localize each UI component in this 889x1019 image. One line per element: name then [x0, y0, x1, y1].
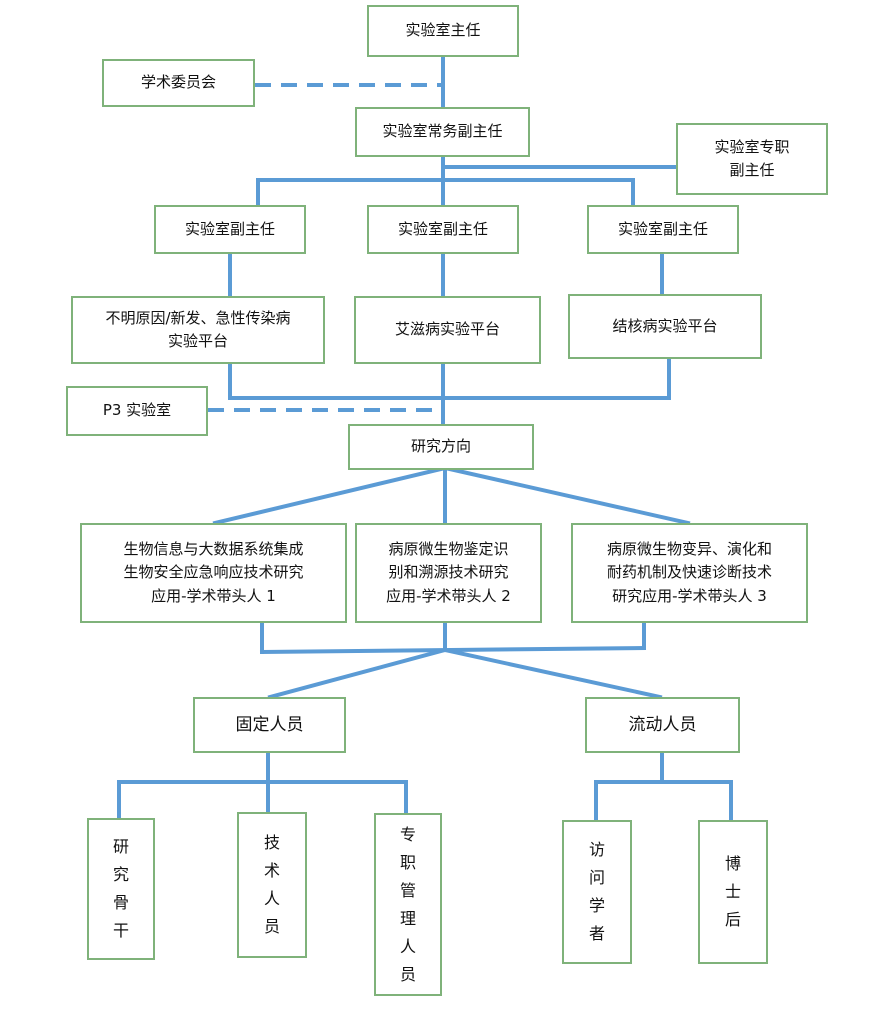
line-to-mobile-staff — [442, 647, 663, 700]
node-visiting-scholars-label: 访 问 学 者 — [588, 840, 605, 943]
node-executive-deputy-director-label: 实验室常务副主任 — [382, 122, 503, 141]
node-p3-lab: P3 实验室 — [66, 386, 208, 436]
node-postdocs: 博 士 后 — [698, 820, 768, 964]
node-p3-lab-label: P3 实验室 — [102, 401, 172, 420]
node-management-staff: 专 职 管 理 人 员 — [374, 813, 442, 996]
node-direction-pathogen-identification-label: 病原微生物鉴定识 别和溯源技术研究 应用-学术带头人 2 — [386, 540, 511, 605]
line-research-to-direction-3 — [442, 465, 691, 526]
node-deputy-director-2-label: 实验室副主任 — [397, 219, 488, 238]
node-direction-bioinfo: 生物信息与大数据系统集成 生物安全应急响应技术研究 应用-学术带头人 1 — [80, 523, 347, 623]
node-fixed-staff-label: 固定人员 — [235, 714, 304, 735]
node-executive-deputy-director: 实验室常务副主任 — [355, 107, 530, 157]
node-platform-unknown-infectious: 不明原因/新发、急性传染病 实验平台 — [71, 296, 325, 364]
node-platform-tb-label: 结核病实验平台 — [612, 316, 718, 335]
node-platform-aids: 艾滋病实验平台 — [354, 296, 541, 364]
node-fulltime-deputy-director-label: 实验室专职 副主任 — [714, 137, 790, 179]
node-deputy-director-3: 实验室副主任 — [587, 205, 739, 254]
node-academic-committee-label: 学术委员会 — [140, 73, 216, 92]
node-fulltime-deputy-director: 实验室专职 副主任 — [676, 123, 828, 195]
node-lab-director-label: 实验室主任 — [405, 21, 481, 40]
node-platform-aids-label: 艾滋病实验平台 — [394, 320, 500, 339]
node-mobile-staff-label: 流动人员 — [628, 714, 697, 735]
node-visiting-scholars: 访 问 学 者 — [562, 820, 632, 964]
node-platform-tb: 结核病实验平台 — [568, 294, 762, 359]
node-fixed-staff: 固定人员 — [193, 697, 346, 753]
node-deputy-director-1-label: 实验室副主任 — [184, 219, 275, 238]
line-research-to-direction-1 — [212, 465, 448, 526]
node-direction-pathogen-identification: 病原微生物鉴定识 别和溯源技术研究 应用-学术带头人 2 — [355, 523, 542, 623]
node-direction-bioinfo-label: 生物信息与大数据系统集成 生物安全应急响应技术研究 应用-学术带头人 1 — [123, 540, 304, 605]
node-deputy-director-1: 实验室副主任 — [154, 205, 306, 254]
node-direction-pathogen-variation: 病原微生物变异、演化和 耐药机制及快速诊断技术 研究应用-学术带头人 3 — [571, 523, 808, 623]
node-academic-committee: 学术委员会 — [102, 59, 255, 107]
node-lab-director: 实验室主任 — [367, 5, 519, 57]
node-deputy-director-2: 实验室副主任 — [367, 205, 519, 254]
line-to-fixed-staff — [267, 647, 448, 700]
node-direction-pathogen-variation-label: 病原微生物变异、演化和 耐药机制及快速诊断技术 研究应用-学术带头人 3 — [606, 540, 772, 605]
node-postdocs-label: 博 士 后 — [724, 854, 741, 929]
node-research-direction-label: 研究方向 — [410, 437, 471, 456]
node-research-direction: 研究方向 — [348, 424, 534, 470]
node-research-backbone: 研 究 骨 干 — [87, 818, 155, 960]
node-research-backbone-label: 研 究 骨 干 — [112, 837, 129, 940]
node-deputy-director-3-label: 实验室副主任 — [617, 219, 708, 238]
node-management-staff-label: 专 职 管 理 人 员 — [399, 824, 416, 984]
node-technical-staff-label: 技 术 人 员 — [263, 833, 280, 936]
node-mobile-staff: 流动人员 — [585, 697, 740, 753]
node-technical-staff: 技 术 人 员 — [237, 812, 307, 958]
node-platform-unknown-infectious-label: 不明原因/新发、急性传染病 实验平台 — [105, 308, 291, 350]
